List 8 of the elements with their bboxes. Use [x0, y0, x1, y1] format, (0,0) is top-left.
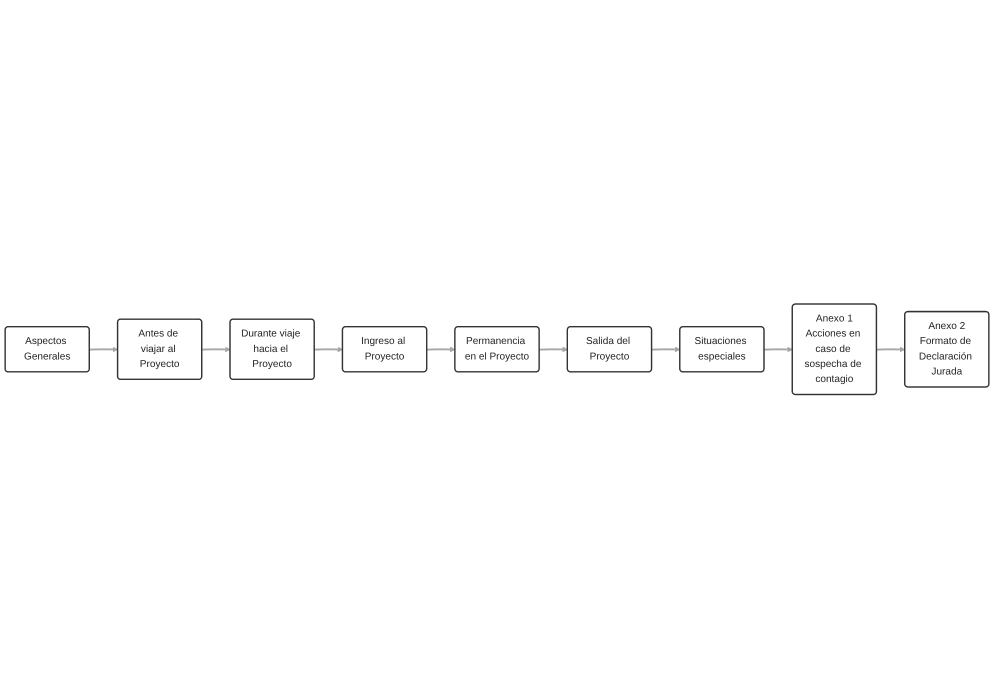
arrow [202, 346, 231, 352]
arrow [90, 346, 118, 352]
arrow [314, 346, 344, 352]
arrow [426, 346, 456, 352]
arrow [652, 346, 680, 352]
arrow [539, 346, 568, 352]
arrow [764, 346, 793, 352]
arrow [876, 346, 906, 352]
